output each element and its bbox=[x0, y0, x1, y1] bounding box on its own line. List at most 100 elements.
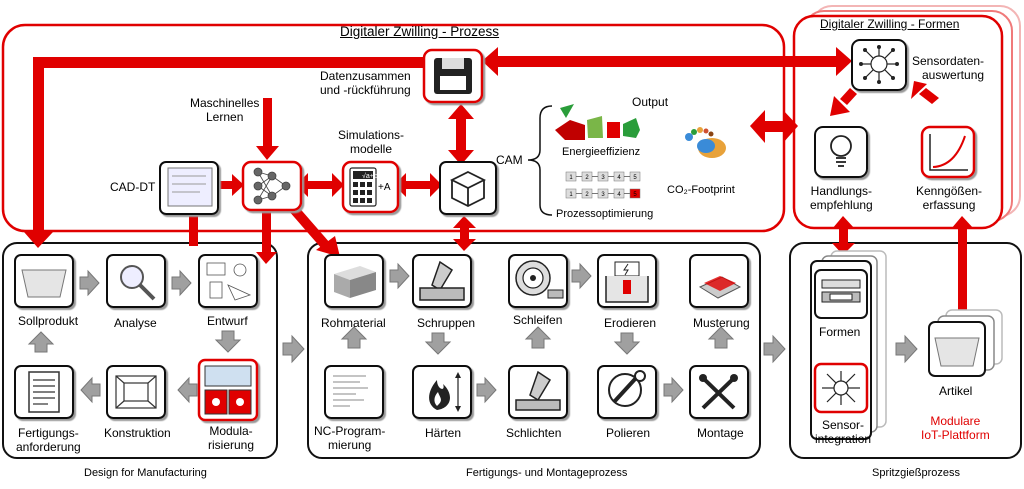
haerten-label: Härten bbox=[425, 426, 462, 440]
sollprodukt-label: Sollprodukt bbox=[18, 314, 79, 328]
polish-icon-box bbox=[597, 365, 657, 419]
tray-article-icon bbox=[934, 337, 980, 367]
wrench-screwdriver-icon bbox=[701, 376, 736, 410]
handlung-label: Handlungs-empfehlung bbox=[810, 184, 873, 212]
red-arrowhead-hand-down bbox=[832, 243, 855, 255]
mold-part-icon bbox=[698, 276, 742, 299]
modularisierung-label: Modula-risierung bbox=[208, 424, 255, 452]
sequence-step-number: 1 bbox=[569, 192, 573, 198]
milling-tool-icon bbox=[419, 260, 465, 301]
cube-icon bbox=[449, 170, 487, 208]
sequence-step-number: 3 bbox=[601, 192, 605, 198]
artikel-icon-box bbox=[928, 321, 986, 377]
magnifier-icon bbox=[120, 265, 156, 301]
montage-label: Montage bbox=[697, 426, 744, 440]
analyse-label: Analyse bbox=[114, 316, 157, 330]
flame-icon-box bbox=[412, 365, 472, 419]
konstruktion-label: Konstruktion bbox=[104, 426, 171, 440]
dfm-section-label: Design for Manufacturing bbox=[84, 467, 207, 479]
neural-network-icon-box bbox=[241, 160, 303, 212]
finishing-tool-icon bbox=[515, 370, 561, 411]
lightbulb-icon bbox=[830, 135, 852, 167]
red-line-left-down bbox=[33, 57, 44, 235]
red-arrowhead-prozess bbox=[750, 110, 765, 143]
energy-icon bbox=[555, 104, 640, 140]
fertigung-section-label: Fertigungs- und Montageprozess bbox=[466, 467, 628, 479]
red-line-ml-dfm bbox=[262, 210, 271, 253]
fertigungsanforderung-label: Fertigungs-anforderung bbox=[16, 426, 81, 454]
red-arrowhead-dfm bbox=[24, 232, 53, 248]
red-line-sens-hand bbox=[840, 88, 857, 105]
sensor-chip-icon-box bbox=[851, 39, 907, 91]
arrow-entwurf-modul bbox=[214, 330, 242, 353]
tray-icon bbox=[21, 269, 67, 298]
red-arrowhead-sim-cam-r bbox=[430, 173, 442, 197]
cad-document-icon bbox=[167, 167, 213, 207]
tools-icon-box bbox=[689, 365, 749, 419]
red-line-ml-fert bbox=[288, 204, 330, 249]
arrow-schleif-erodier bbox=[571, 262, 592, 290]
spritzguss-section-label: Spritzgießprozess bbox=[872, 467, 961, 479]
nc-code-icon-box bbox=[324, 365, 384, 419]
red-line-hand-spritz bbox=[839, 226, 848, 246]
red-arrowhead-cam-down bbox=[448, 150, 474, 165]
dz-formen-title: Digitaler Zwilling - Formen bbox=[820, 17, 960, 31]
red-line-sim-cam bbox=[404, 181, 432, 189]
musterung-label: Musterung bbox=[693, 316, 750, 330]
block-icon-box bbox=[324, 254, 384, 308]
red-line-ml bbox=[263, 98, 272, 146]
disc-icon-box bbox=[508, 254, 568, 308]
lightbulb-icon-box bbox=[814, 126, 868, 178]
entwurf-label: Entwurf bbox=[207, 314, 248, 328]
polisher-icon bbox=[608, 370, 646, 407]
cube-icon-box bbox=[439, 161, 497, 215]
nc-code-icon bbox=[333, 375, 368, 407]
arrow-modul-konstr bbox=[177, 376, 198, 404]
sensor-integration-icon-box bbox=[813, 362, 869, 414]
sequence-step bbox=[629, 188, 641, 199]
cad-dt-icon-box bbox=[159, 161, 219, 215]
red-arrowhead-ml bbox=[256, 146, 279, 160]
red-flow-arrows bbox=[24, 47, 974, 323]
neural-network-icon bbox=[253, 167, 291, 205]
edm-icon bbox=[605, 261, 649, 303]
formen-icon-box bbox=[814, 269, 868, 319]
red-arrowhead-right-top bbox=[836, 47, 852, 76]
red-arrowhead-formen bbox=[783, 110, 798, 143]
red-line-cad-ml bbox=[220, 181, 234, 189]
cad-dt-label: CAD-DT bbox=[110, 180, 156, 194]
modular-icon-box bbox=[197, 358, 259, 422]
polieren-label: Polieren bbox=[606, 426, 651, 440]
growth-curve-icon bbox=[929, 134, 968, 171]
red-line-cam-fert bbox=[460, 225, 469, 241]
red-arrowhead-ml-fert bbox=[316, 236, 340, 257]
red-arrowhead-dz-up bbox=[448, 104, 474, 119]
sequence-step-number: 2 bbox=[585, 175, 589, 181]
red-line-kenn-artikel bbox=[958, 226, 967, 312]
calc-formula-plus-a: +A bbox=[378, 182, 391, 193]
edm-icon-box bbox=[597, 254, 657, 308]
red-arrowhead-ml-sim-r bbox=[332, 173, 344, 197]
kenngroessen-label: Kenngößen-erfassung bbox=[916, 184, 983, 212]
arrow-polier-montage bbox=[663, 376, 684, 404]
red-line-ml-sim bbox=[306, 181, 334, 189]
red-line-dz-cam bbox=[456, 117, 466, 152]
drawing-icon-box bbox=[106, 365, 166, 419]
arrow-schlicht-schleif bbox=[524, 326, 552, 349]
red-arrowhead-ml-dfm bbox=[256, 252, 277, 264]
sequence-step-number: 2 bbox=[585, 192, 589, 198]
arrow-konstr-fert bbox=[80, 376, 101, 404]
red-arrowhead-cam-up bbox=[453, 216, 476, 228]
schlichten-label: Schlichten bbox=[506, 426, 562, 440]
sensordaten-label: Sensordaten-auswertung bbox=[912, 54, 985, 82]
arrow-fert-soll bbox=[27, 331, 55, 353]
sensor-integration-label: Sensor-integration bbox=[815, 418, 872, 446]
red-arrowhead-fert-down bbox=[453, 239, 476, 251]
sequence-step-number: 4 bbox=[617, 192, 621, 198]
simulation-label: Simulations-modelle bbox=[338, 128, 405, 156]
mold-tool-icon bbox=[821, 279, 861, 303]
red-arrowhead-hand-up bbox=[832, 216, 855, 229]
output-bracket bbox=[527, 105, 553, 216]
